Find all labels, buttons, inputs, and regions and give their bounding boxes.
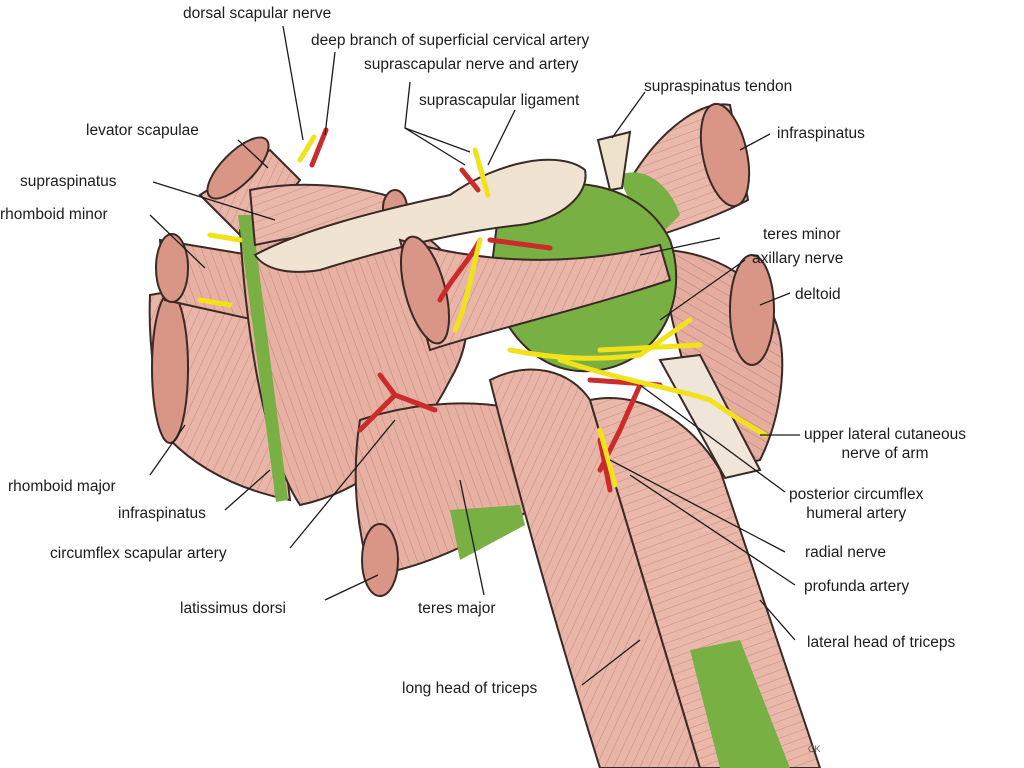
- infraspinatus-cut-end: [699, 102, 751, 208]
- label-radial-nerve: radial nerve: [805, 544, 886, 561]
- rhomboid-major-cut-end: [151, 292, 189, 444]
- label-teres-minor: teres minor: [763, 226, 841, 243]
- teres-minor-cut-end: [400, 235, 450, 345]
- nerves: [197, 134, 768, 488]
- artist-signature: CK: [808, 744, 821, 754]
- label-circumflex-scapular-artery: circumflex scapular artery: [50, 545, 227, 562]
- label-deltoid: deltoid: [795, 286, 841, 303]
- teres-major-green: [450, 505, 525, 560]
- rhomboid-minor-cut-end: [155, 233, 189, 303]
- infraspinatus-tendon-green: [620, 172, 680, 235]
- label-infraspinatus-upper: infraspinatus: [777, 125, 865, 142]
- label-deep-branch-superficial-cervical-artery: deep branch of superficial cervical arte…: [311, 32, 590, 49]
- supraspinatus-tendon-stub: [596, 130, 632, 192]
- long-head-triceps-muscle: [488, 368, 702, 768]
- humerus-shaft: [658, 353, 762, 480]
- label-supraspinatus-tendon: supraspinatus tendon: [644, 78, 793, 95]
- deltoid-cut-end: [729, 254, 775, 366]
- label-rhomboid-major: rhomboid major: [8, 478, 116, 495]
- leader-lines: [149, 25, 800, 686]
- label-upper-lateral-cutaneous-nerve: upper lateral cutaneous nerve of arm: [804, 426, 967, 462]
- latissimus-cut-end: [361, 523, 399, 597]
- label-teres-major: teres major: [418, 600, 496, 617]
- label-supraspinatus: supraspinatus: [20, 173, 117, 190]
- label-levator-scapulae: levator scapulae: [86, 122, 199, 139]
- label-posterior-circumflex-humeral-artery: posterior circumflex humeral artery: [789, 486, 924, 522]
- label-lateral-head-triceps: lateral head of triceps: [807, 634, 956, 651]
- label-infraspinatus-lower: infraspinatus: [118, 505, 206, 522]
- label-suprascapular-nerve-artery: suprascapular nerve and artery: [364, 56, 579, 73]
- label-latissimus-dorsi: latissimus dorsi: [180, 600, 286, 617]
- levator-scapulae-cut-end: [206, 136, 270, 200]
- label-axillary-nerve: axillary nerve: [752, 250, 844, 267]
- scapular-spine-acromion: [253, 158, 587, 273]
- label-long-head-triceps: long head of triceps: [402, 680, 538, 697]
- medial-border-green: [238, 215, 288, 502]
- label-rhomboid-minor: rhomboid minor: [0, 206, 108, 223]
- label-suprascapular-ligament: suprascapular ligament: [419, 92, 580, 109]
- triceps-green-tendon: [690, 640, 790, 768]
- label-profunda-artery: profunda artery: [804, 578, 910, 595]
- label-dorsal-scapular-nerve: dorsal scapular nerve: [183, 5, 332, 22]
